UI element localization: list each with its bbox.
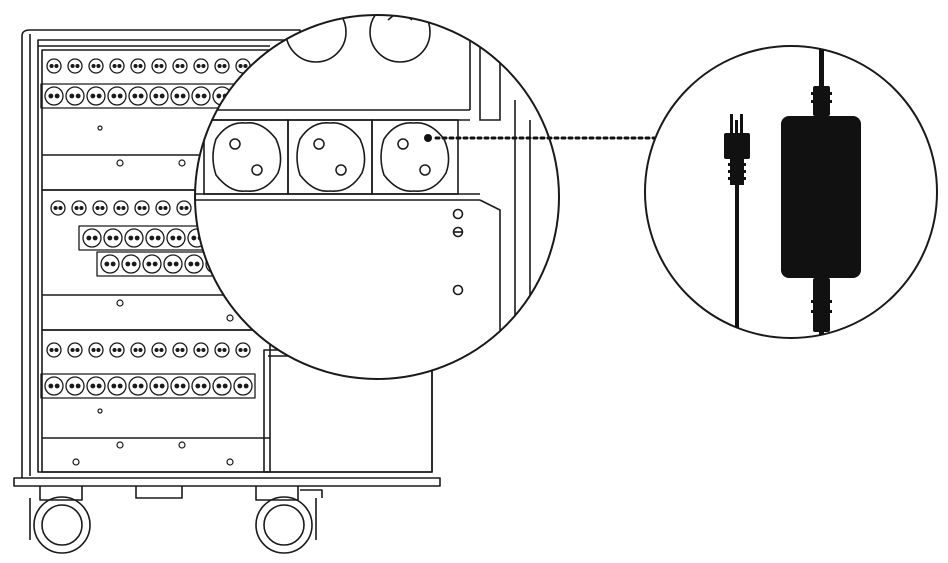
- zoom-screw-1: [452, 208, 464, 220]
- schuko-outlet-3: [380, 122, 450, 192]
- schuko-outlet-1: [212, 122, 282, 192]
- shelf-3-bottom-socket: [170, 376, 190, 396]
- cart-body-outline: [21, 29, 433, 478]
- shelf-2-mid-socket: [124, 228, 144, 248]
- schuko-outlet-2: [296, 122, 366, 192]
- shelf-1-top-socket: [109, 58, 125, 74]
- shelf-3-top-socket: [109, 342, 125, 358]
- magnifier-ring: [194, 14, 560, 380]
- shelf-2-low-socket: [142, 254, 162, 274]
- shelf-3-top-socket: [235, 342, 251, 358]
- cart-wheels: [29, 486, 323, 554]
- shelf-3-bottom-socket: [191, 376, 211, 396]
- shelf-1-top-socket: [130, 58, 146, 74]
- adapter-brick-icon: [781, 46, 861, 338]
- zoom-top-socket-2: [369, 15, 431, 63]
- shelf-3-frame: [41, 329, 271, 473]
- shelf-2-low-socket: [163, 254, 183, 274]
- shelf-2-top-socket: [92, 200, 108, 216]
- shelf-3-bottom-socket: [44, 376, 64, 396]
- shelf-1-top-socket: [151, 58, 167, 74]
- shelf-2-mid-socket: [166, 228, 186, 248]
- shelf-3-top-socket: [193, 342, 209, 358]
- shelf-2-mid-socket: [145, 228, 165, 248]
- shelf-3-bottom-socket: [128, 376, 148, 396]
- shelf-2-top-socket: [176, 200, 192, 216]
- shelf-3-bottom-socket: [65, 376, 85, 396]
- shelf-1-top-socket: [193, 58, 209, 74]
- shelf-2-top-socket: [155, 200, 171, 216]
- shelf-3-bottom-socket: [86, 376, 106, 396]
- charging-cart: [13, 29, 441, 554]
- cart-socket-rows: [40, 58, 256, 399]
- shelf-3-bottom-socket: [149, 376, 169, 396]
- shelf-1-bottom-socket: [170, 86, 190, 106]
- shelf-2-top-socket: [50, 200, 66, 216]
- shelf-2-top-socket: [113, 200, 129, 216]
- shelf-3-top-socket: [130, 342, 146, 358]
- shelf-3-top-socket: [151, 342, 167, 358]
- shelf-2-low-socket: [184, 254, 204, 274]
- shelf-2-low-socket: [100, 254, 120, 274]
- shelf-3-top-socket: [214, 342, 230, 358]
- schuko-socket-magnifier: [194, 14, 560, 380]
- shelf-3-bottom-socket: [233, 376, 253, 396]
- shelf-3-bottom-socket: [107, 376, 127, 396]
- shelf-2-top-socket: [134, 200, 150, 216]
- shelf-1-top-socket: [46, 58, 62, 74]
- cart-base: [13, 477, 441, 487]
- shelf-3-bottom-strip: [40, 373, 256, 399]
- shelf-1-bottom-socket: [107, 86, 127, 106]
- shelf-1-top-socket: [67, 58, 83, 74]
- shelf-3-bottom-socket: [212, 376, 232, 396]
- shelf-1-top-socket: [172, 58, 188, 74]
- power-adapter-magnifier: [644, 45, 938, 339]
- shelf-2-top-socket: [71, 200, 87, 216]
- plug-icon: [724, 114, 750, 338]
- shelf-2-mid-socket: [103, 228, 123, 248]
- shelf-3-top-socket: [88, 342, 104, 358]
- shelf-2-mid-strip: [78, 225, 210, 251]
- shelf-3-top-socket: [172, 342, 188, 358]
- shelf-1-bottom-socket: [191, 86, 211, 106]
- shelf-1-bottom-socket: [86, 86, 106, 106]
- shelf-2-low-socket: [121, 254, 141, 274]
- shelf-3-top-socket: [46, 342, 62, 358]
- cart-screws: [72, 125, 234, 466]
- shelf-1-bottom-socket: [128, 86, 148, 106]
- shelf-2-mid-socket: [82, 228, 102, 248]
- shelf-1-top-socket: [214, 58, 230, 74]
- zoom-outlet-frame-3: [371, 119, 459, 195]
- shelf-1-bottom-socket: [149, 86, 169, 106]
- magnified-outlets: [212, 122, 450, 192]
- zoom-screw-3: [452, 284, 464, 296]
- shelf-1-bottom-socket: [44, 86, 64, 106]
- shelf-1-top-socket: [88, 58, 104, 74]
- shelf-1-bottom-socket: [65, 86, 85, 106]
- cart-base-bracket: [135, 486, 183, 499]
- shelf-3-top-socket: [67, 342, 83, 358]
